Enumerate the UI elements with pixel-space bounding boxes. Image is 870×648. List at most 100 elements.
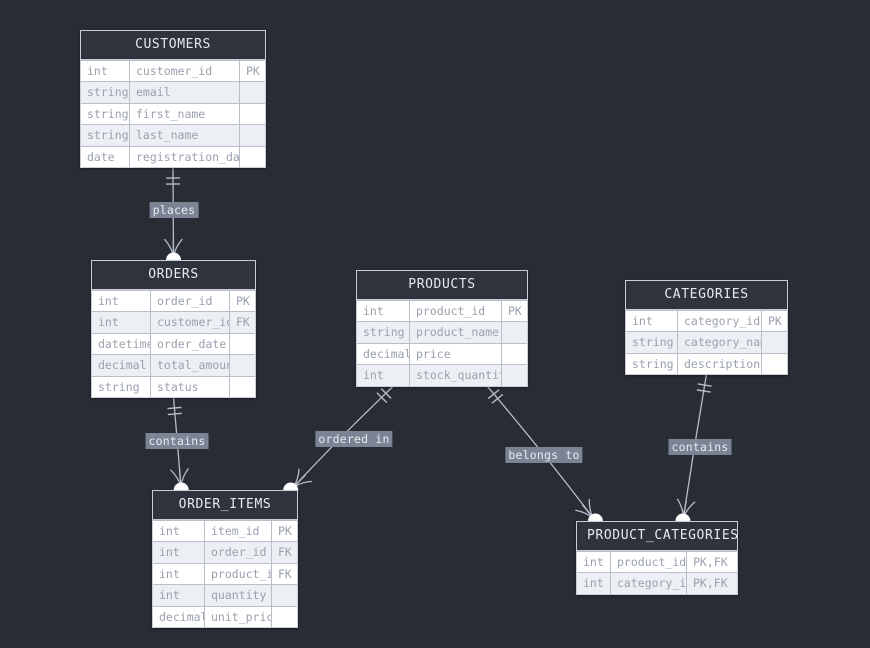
relationship-label-categories-contains-product-categories[interactable]: contains	[668, 439, 732, 455]
attribute-type: int	[626, 311, 678, 332]
entity-title-product_categories: PRODUCT_CATEGORIES	[577, 522, 738, 551]
attribute-name: product_id	[205, 563, 272, 585]
attribute-name: first_name	[130, 103, 240, 125]
attribute-name: order_id	[151, 291, 230, 312]
attribute-type: int	[357, 365, 410, 386]
attribute-name: status	[151, 376, 230, 397]
entity-title-categories: CATEGORIES	[626, 281, 787, 310]
attribute-key-constraint	[272, 585, 297, 605]
attribute-key-constraint: PK	[246, 64, 260, 78]
attribute-name: registration_date	[130, 146, 240, 167]
attribute-key-constraint: PK,FK	[693, 576, 728, 591]
attribute-key-constraint	[762, 332, 787, 352]
attribute-key-constraint: PK	[236, 294, 250, 308]
attribute-type: int	[153, 563, 205, 585]
relationship-label-products-belongs-to-product-categories[interactable]: belongs to	[505, 447, 583, 463]
attribute-type: int	[153, 542, 205, 563]
attribute-name: email	[130, 82, 240, 103]
attribute-key-constraint	[762, 354, 787, 374]
attribute-name: last_name	[130, 125, 240, 146]
attribute-key-constraint: FK	[278, 566, 292, 581]
attribute-type: datetime	[92, 333, 151, 355]
attribute-key-constraint	[502, 365, 527, 385]
attribute-key-constraint: PK	[508, 304, 522, 318]
attribute-name: product_id	[410, 301, 502, 322]
relationship-label-products-ordered-in-order-items[interactable]: ordered in	[315, 431, 393, 447]
attribute-key-constraint	[240, 104, 265, 124]
attribute-key-constraint: PK	[278, 524, 292, 538]
attribute-type: int	[153, 521, 205, 542]
attribute-name: product_id	[611, 552, 687, 573]
attribute-type: string	[357, 322, 410, 343]
attribute-key-constraint: PK	[768, 314, 782, 328]
entity-title-customers: CUSTOMERS	[81, 31, 265, 60]
entity-title-orders: ORDERS	[92, 261, 255, 290]
attribute-type: int	[357, 301, 410, 322]
attribute-type: decimal	[92, 355, 151, 376]
relationship-label-orders-contains-order-items[interactable]: contains	[145, 433, 209, 449]
attribute-key-constraint	[240, 82, 265, 102]
attribute-name: stock_quantity	[410, 365, 502, 386]
attribute-key-constraint	[230, 334, 255, 354]
attribute-type: int	[92, 291, 151, 312]
attribute-name: order_date	[151, 333, 230, 355]
attribute-name: price	[410, 343, 502, 365]
attribute-key-constraint	[272, 607, 297, 627]
attribute-name: customer_id	[151, 312, 230, 333]
attribute-key-constraint	[240, 125, 265, 145]
attribute-type: string	[626, 332, 678, 353]
attribute-name: quantity	[205, 585, 272, 606]
attribute-key-constraint	[240, 147, 265, 167]
attribute-type: int	[153, 585, 205, 606]
attribute-key-constraint	[502, 344, 527, 364]
attribute-key-constraint	[230, 355, 255, 375]
attribute-name: unit_price	[205, 606, 272, 627]
attribute-name: category_name	[678, 332, 762, 353]
attribute-name: customer_id	[130, 61, 240, 82]
attribute-name: category_id	[678, 311, 762, 332]
attribute-type: string	[81, 82, 130, 103]
entity-title-products: PRODUCTS	[357, 271, 527, 300]
attribute-name: category_id	[611, 573, 687, 594]
attribute-type: string	[626, 353, 678, 375]
attribute-name: total_amount	[151, 355, 230, 376]
attribute-type: int	[92, 312, 151, 333]
attribute-key-constraint	[502, 322, 527, 342]
attribute-name: item_id	[205, 521, 272, 542]
attribute-type: int	[81, 61, 130, 82]
attribute-key-constraint	[230, 377, 255, 397]
attribute-type: string	[81, 125, 130, 146]
attribute-name: product_name	[410, 322, 502, 343]
relationship-label-customers-places-orders[interactable]: places	[149, 202, 199, 218]
attribute-type: int	[577, 552, 611, 573]
attribute-type: date	[81, 146, 130, 167]
attribute-name: order_id	[205, 542, 272, 563]
attribute-type: int	[577, 573, 611, 594]
